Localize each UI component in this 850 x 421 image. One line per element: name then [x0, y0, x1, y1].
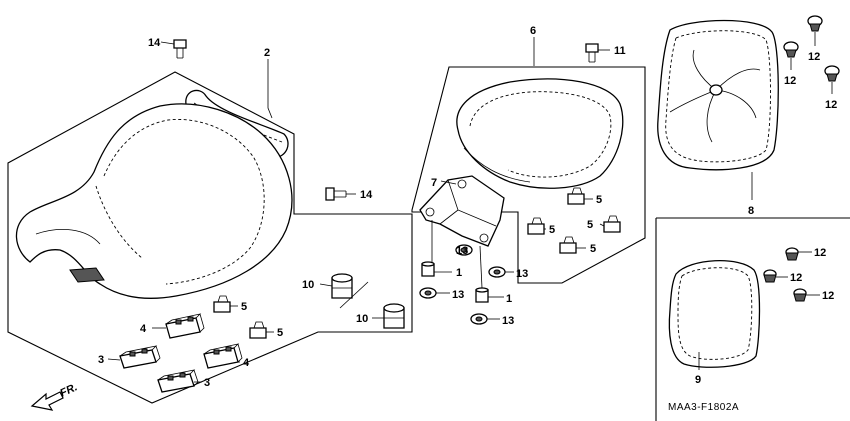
callout-6: 6: [530, 25, 536, 37]
callout-1: 1: [456, 267, 462, 279]
callout-12: 12: [814, 247, 826, 259]
collar-1-a: [421, 261, 435, 277]
backrest-pad-part: [668, 260, 761, 368]
nut-5-f: [249, 321, 267, 339]
nut-5-c: [603, 215, 621, 233]
nut-5-b: [527, 217, 545, 235]
collar-1-b: [475, 287, 489, 303]
callout-12: 12: [825, 99, 837, 111]
callout-5: 5: [277, 327, 283, 339]
callout-13: 13: [502, 315, 514, 327]
front-direction-label: FR.: [58, 381, 79, 399]
callout-2: 2: [264, 47, 270, 59]
backrest-part: [657, 19, 779, 171]
callout-13: 13: [452, 289, 464, 301]
callout-8: 8: [748, 205, 754, 217]
stopper-4-a: [165, 313, 205, 339]
nut-5-e: [213, 295, 231, 313]
callout-12: 12: [790, 272, 802, 284]
rubber-13-b: [419, 287, 437, 299]
bolt-14-middle: [325, 187, 347, 201]
stopper-4-b: [203, 343, 243, 369]
callout-5: 5: [590, 243, 596, 255]
callout-12: 12: [808, 51, 820, 63]
stopper-3-a: [119, 345, 161, 369]
rubber-13-c: [488, 266, 506, 278]
grommet-10-b: [383, 303, 405, 329]
seat-bracket-part: [419, 175, 505, 247]
callout-9: 9: [695, 374, 701, 386]
callout-13: 13: [456, 245, 468, 257]
diagram-code: MAA3-F1802A: [668, 402, 739, 413]
callout-14: 14: [360, 189, 373, 201]
callout-5: 5: [596, 194, 602, 206]
callout-5: 5: [587, 219, 593, 231]
callout-12: 12: [784, 75, 796, 87]
backrest-pad-detail-frame: [655, 217, 850, 421]
callout-10: 10: [302, 279, 314, 291]
callout-10: 10: [356, 313, 368, 325]
screw-12-a: [807, 15, 823, 32]
screw-12-c: [824, 65, 840, 82]
screw-12-b: [783, 41, 799, 58]
passenger-seat-part: [456, 78, 624, 189]
callout-labels: 14 2 14 6 11 12 12 12 7 5 5 5 5 8 1 13 1…: [98, 25, 837, 389]
callout-5: 5: [241, 301, 247, 313]
callout-13: 13: [516, 268, 528, 280]
callout-12: 12: [822, 290, 834, 302]
rubber-13-a: [455, 244, 473, 256]
main-seat-assembly-frame: [7, 71, 413, 404]
main-seat-part: [15, 89, 293, 299]
callout-1: 1: [506, 293, 512, 305]
callout-7: 7: [431, 177, 437, 189]
callout-3: 3: [98, 354, 104, 366]
bolt-11: [585, 43, 599, 63]
callout-4: 4: [243, 357, 250, 369]
passenger-seat-assembly-frame: [411, 66, 646, 284]
screw-12-d: [785, 247, 799, 261]
leader-lines: [107, 32, 833, 383]
callout-4: 4: [140, 323, 147, 335]
rubber-13-d: [470, 313, 488, 325]
callout-3: 3: [204, 377, 210, 389]
grommet-10-a: [331, 273, 353, 299]
stopper-3-b: [157, 369, 199, 393]
front-direction-arrow-icon: [30, 391, 64, 411]
bolt-14-top: [173, 39, 187, 59]
nut-5-a: [567, 187, 585, 205]
screw-12-f: [793, 288, 807, 302]
screw-12-e: [763, 269, 777, 283]
callout-11: 11: [614, 45, 626, 57]
nut-5-d: [559, 236, 577, 254]
callout-5: 5: [549, 224, 555, 236]
callout-14: 14: [148, 37, 161, 49]
